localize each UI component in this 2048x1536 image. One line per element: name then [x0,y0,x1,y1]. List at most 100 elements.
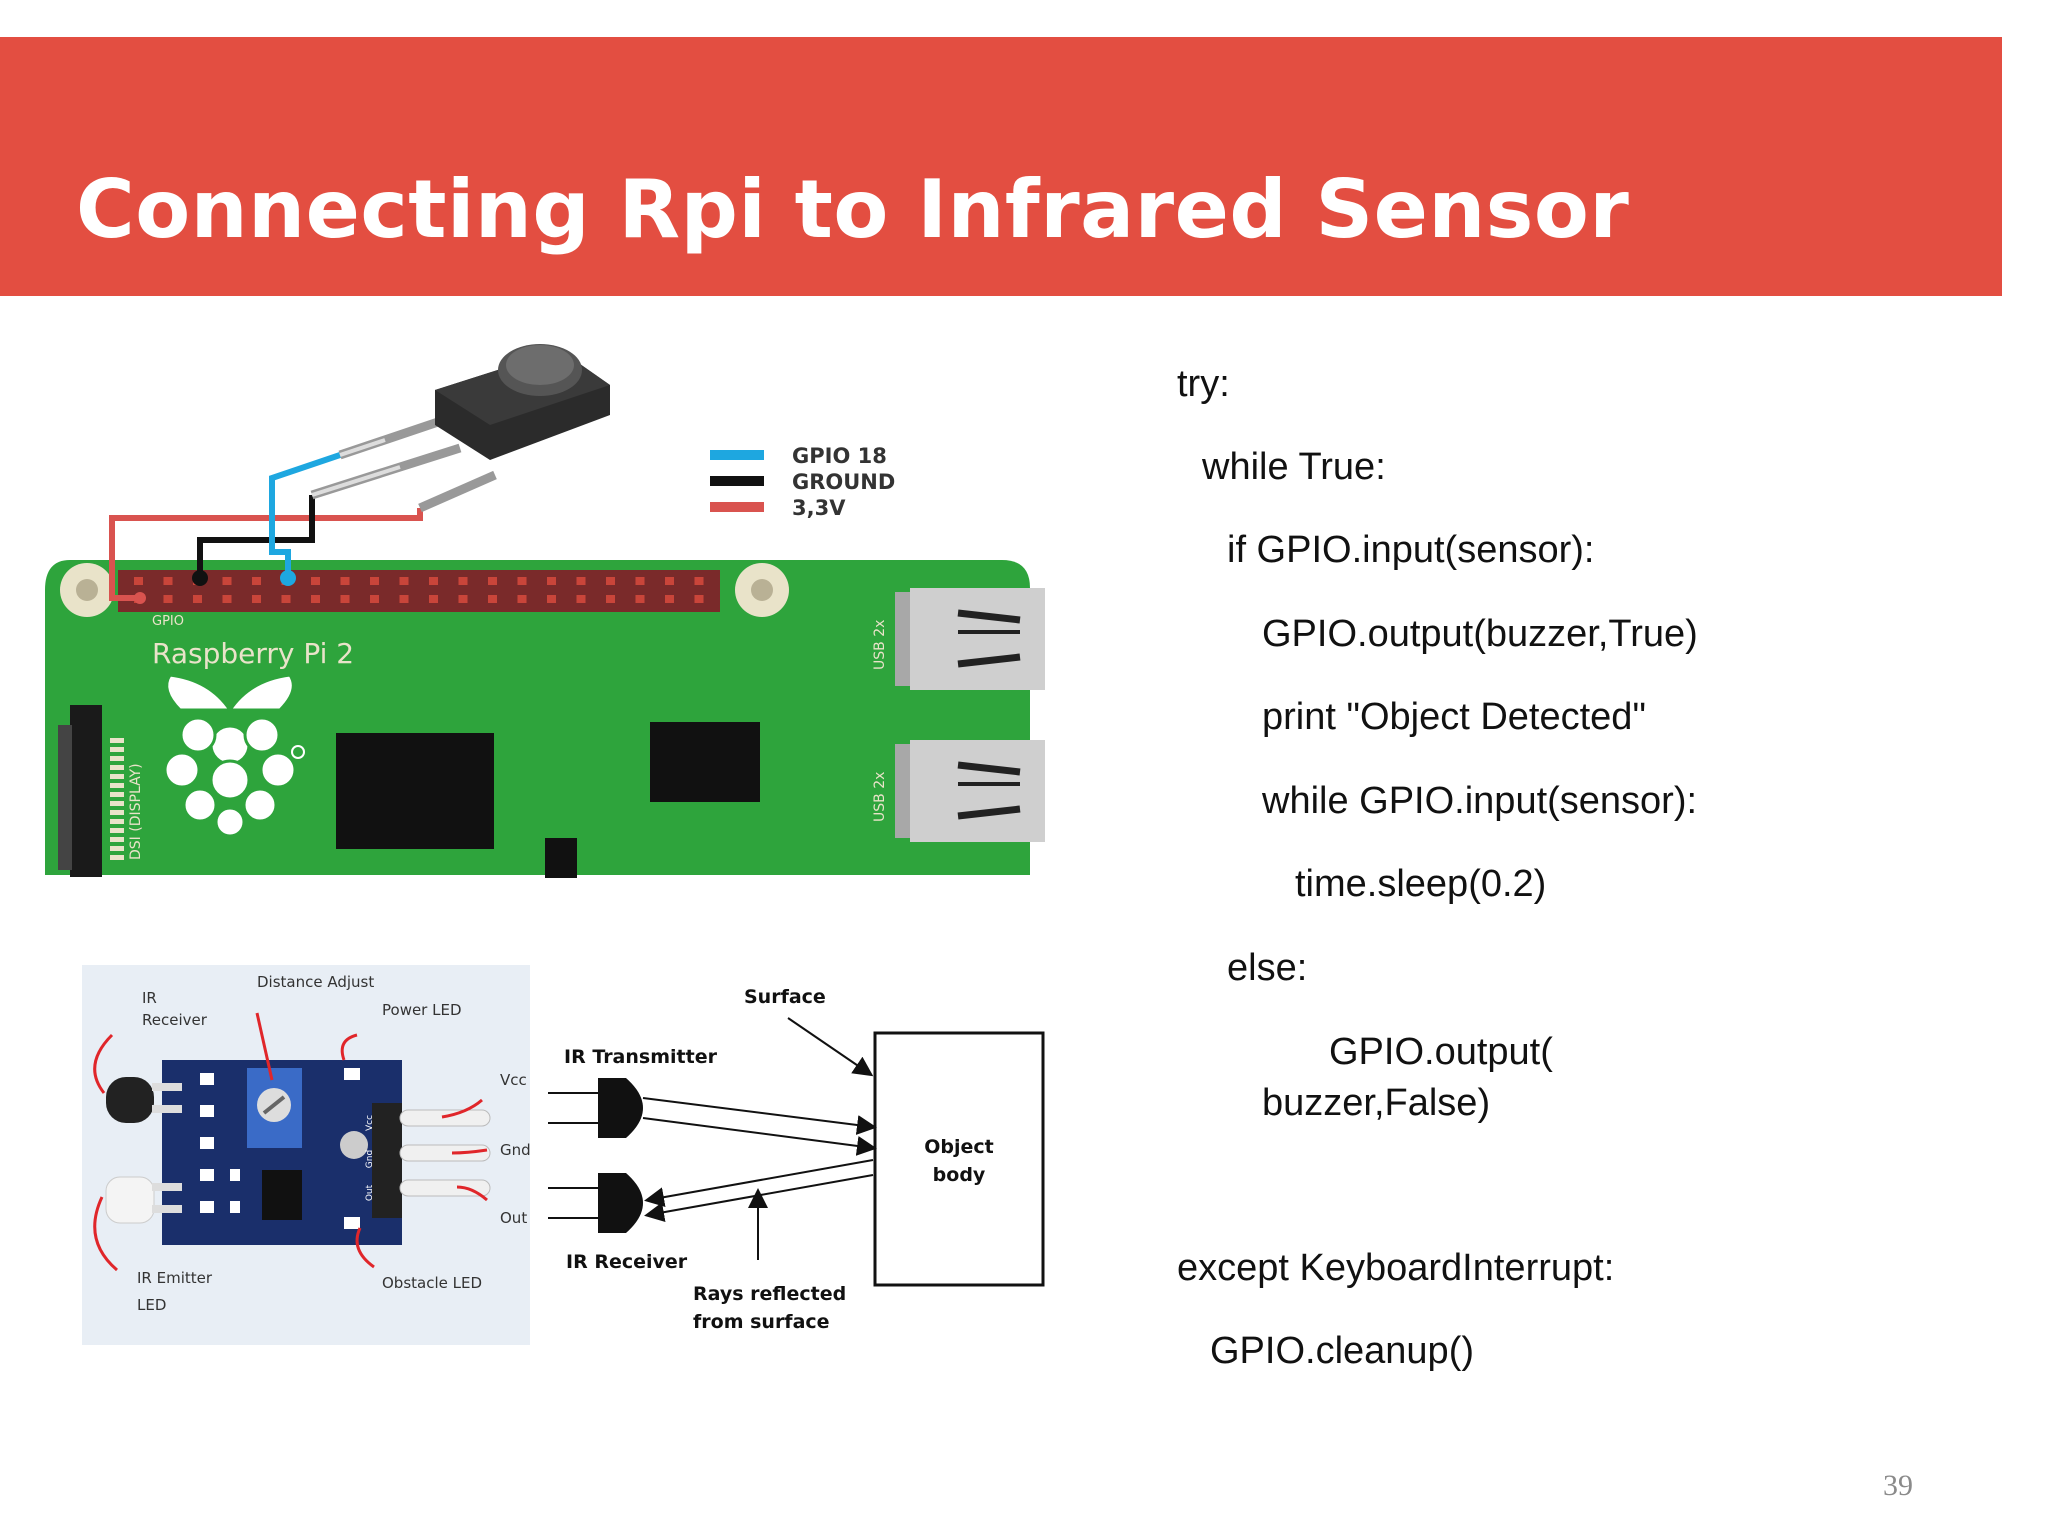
rays-label-1: Rays reflected [693,1283,846,1305]
code-line: except KeyboardInterrupt: [1177,1247,1615,1289]
mounting-hole [60,563,114,617]
rpi-board [45,560,1030,875]
label-ir-receiver-1: IR [142,989,157,1007]
code-line: else: [1227,947,1308,989]
gpio-pin [281,595,291,603]
gpio-pin [252,577,261,585]
gpio-pin [370,595,379,603]
gpio-pin [340,577,350,585]
gpio-pin [665,595,674,603]
gpio-pin [694,595,704,603]
pin-gnd-label: Gnd [365,1150,375,1168]
code-line: try: [1177,363,1230,405]
pin-vcc-label: Vcc [365,1115,375,1131]
gpio-pins [134,577,704,603]
rays-label-2: from surface [693,1311,830,1333]
surface-label: Surface [744,986,826,1008]
ir-receiver-led [106,1077,154,1123]
usb-chip [650,722,760,802]
title-bar [0,37,2002,296]
gpio-pin [517,577,527,585]
label-vcc: Vcc [500,1071,527,1089]
code-line: GPIO.cleanup() [1210,1330,1474,1372]
mounting-hole [735,563,789,617]
object-label-2: body [933,1164,986,1186]
dsi-pin [110,855,124,860]
label-out: Out [500,1209,527,1227]
receiver-shape [598,1173,643,1233]
code-line: if GPIO.input(sensor): [1227,529,1595,571]
gpio-pin [488,577,497,585]
gpio-pin [399,595,409,603]
gpio-pin [193,595,202,603]
board-gpio-label: GPIO [152,614,184,629]
gpio-pin [547,577,556,585]
dsi-pin [110,846,124,851]
raspberry-logo [163,673,305,838]
legend-gpio18: GPIO 18 [792,444,887,468]
dsi-pin [110,738,124,743]
gpio-pin [222,595,232,603]
dsi-pin [110,810,124,815]
gpio-pin [488,595,497,603]
gpio-pin [458,595,468,603]
comparator-chip [262,1170,302,1220]
dsi-pin [110,765,124,770]
dsi-label: DSI (DISPLAY) [128,763,144,860]
legend-ground: GROUND [792,470,895,494]
cpu-chip [336,733,494,849]
small-component [545,838,577,878]
board-name: Raspberry Pi 2 [152,637,354,670]
wire-3v3 [109,508,423,601]
transmitter-shape [598,1078,643,1138]
pin-out-label: Out [365,1184,375,1201]
gpio-pin [576,577,586,585]
dsi-pin [110,837,124,842]
gpio-pin [163,595,173,603]
gpio-pin [222,577,232,585]
gpio-pin [399,577,409,585]
label-ir-emitter-1: IR Emitter [137,1269,213,1287]
gpio-pin [635,595,645,603]
gpio-pin [665,577,674,585]
object-label-1: Object [924,1136,994,1158]
label-ir-receiver-2: Receiver [142,1011,208,1029]
gpio-pin [370,577,379,585]
wire-gpio18 [269,452,341,578]
code-line: time.sleep(0.2) [1295,863,1547,905]
dsi-pin [110,828,124,833]
label-power-led: Power LED [382,1001,462,1019]
code-line: GPIO.output(buzzer,True) [1262,613,1698,655]
dsi-pins [110,738,124,860]
gpio-pin [134,577,143,585]
gpio-pin [606,577,615,585]
reflection-diagram: Surface IR Transmitter Object body IR Re… [548,986,1045,1333]
gpio-pin [606,595,615,603]
object-body [873,1031,1045,1287]
label-ir-emitter-2: LED [137,1296,166,1314]
gpio-pin [547,595,556,603]
gpio-pin [517,595,527,603]
dsi-pin [110,801,124,806]
ir-receiver-component [310,344,610,513]
code-line: buzzer,False) [1262,1082,1491,1124]
gpio-pin [635,577,645,585]
gpio-pin [311,577,320,585]
code-line: GPIO.output( [1329,1031,1553,1073]
gpio-pin [576,595,586,603]
ir-transmitter-label: IR Transmitter [564,1046,718,1068]
gpio-pin [694,577,704,585]
gpio-pin [311,595,320,603]
label-obstacle-led: Obstacle LED [382,1274,482,1292]
ir-receiver-label: IR Receiver [566,1251,688,1273]
dsi-pin [110,819,124,824]
rpi-wiring-diagram: GPIO 18 GROUND 3,3V GPIO Raspberry Pi 2 … [45,344,1045,878]
code-line: print "Object Detected" [1262,696,1646,738]
dsi-pin [110,747,124,752]
usb-label-top: USB 2x [872,620,888,670]
code-line: while True: [1202,446,1386,488]
ir-sensor-module: Vcc Gnd Out IR Receiver Distance Adjust … [82,965,530,1345]
gpio-pin [340,595,350,603]
gpio-pin [429,577,438,585]
dsi-pin [110,756,124,761]
